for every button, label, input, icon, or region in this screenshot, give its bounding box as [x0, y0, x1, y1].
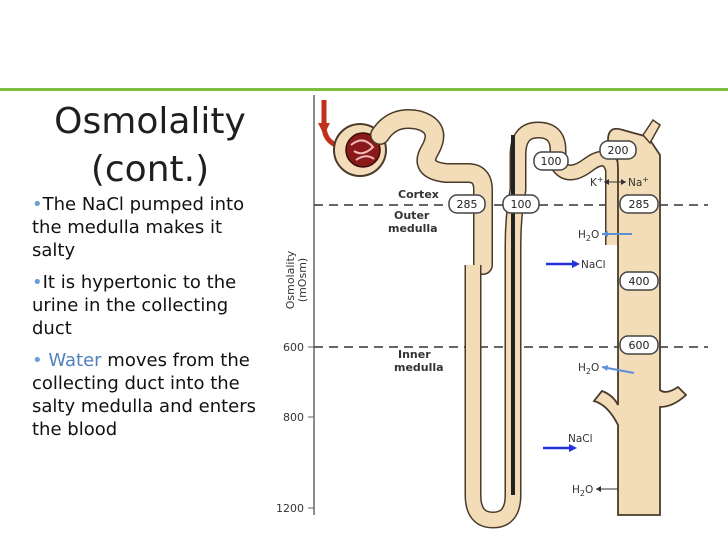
glomerulus-capillary-loops [350, 139, 375, 161]
h2o-h: H [578, 362, 586, 374]
y-tick-label-1200: 1200 [276, 502, 304, 515]
label-k: K+ [590, 175, 604, 189]
bullet-item-2: •It is hypertonic to the urine in the co… [32, 271, 267, 340]
h2o-sub: 2 [586, 367, 591, 376]
osmolality-box-285-right: 285 [619, 194, 659, 214]
bullet-dot: • [32, 272, 43, 293]
zone-label-inner-1: Inner [398, 348, 431, 361]
nephron-diagram: 600 800 1200 Osmolality (mOsm) Cortex Ou… [276, 95, 708, 529]
bullet-dot: • [32, 194, 43, 215]
value-box [533, 151, 569, 171]
h2o-o: O [591, 229, 599, 241]
h2o-o: O [585, 484, 593, 496]
y-tick-label-600: 600 [283, 341, 304, 354]
osmolality-box-400: 400 [619, 271, 659, 291]
value-box-text: 100 [511, 198, 532, 211]
label-k-sup: + [597, 175, 604, 184]
label-h2o-1: H2O [578, 229, 599, 243]
label-na-text: Na [628, 177, 642, 189]
nacl-arrow-2-head-icon [569, 444, 577, 452]
label-na: Na+ [628, 175, 649, 189]
value-box [619, 194, 659, 214]
zone-label-outer-1: Outer [394, 209, 430, 222]
h2o-h: H [572, 484, 580, 496]
value-box-text: 100 [541, 155, 562, 168]
blood-vessel-red-arrow [321, 100, 338, 148]
label-k-text: K [590, 177, 598, 189]
value-box-text: 600 [629, 339, 650, 352]
osmolality-box-100-mid: 100 [502, 194, 540, 214]
value-box-text: 200 [608, 144, 629, 157]
water-arrow-3-head-icon [596, 486, 601, 492]
distal-tubule [552, 152, 620, 245]
nacl-arrow-1-head-icon [572, 260, 580, 268]
label-h2o-3: H2O [572, 484, 593, 498]
label-h2o-2: H2O [578, 362, 599, 376]
osmolality-box-600: 600 [619, 335, 659, 355]
h2o-sub: 2 [586, 234, 591, 243]
label-nacl-2: NaCl [568, 433, 593, 445]
label-na-sup: + [642, 175, 649, 184]
water-arrow-1-head-icon [602, 231, 608, 237]
y-axis-title: Osmolality (mOsm) [284, 250, 309, 309]
osmolality-box-285-left: 285 [448, 194, 486, 214]
label-nacl-1: NaCl [581, 259, 606, 271]
value-box [599, 140, 637, 160]
value-box-text: 285 [629, 198, 650, 211]
y-axis-title-line2: (mOsm) [296, 258, 309, 302]
title-line-2: (cont.) [90, 149, 210, 190]
value-box-text: 285 [457, 198, 478, 211]
h2o-h: H [578, 229, 586, 241]
bullet-text: The NaCl pumped into the medulla makes i… [32, 194, 245, 261]
osmolality-box-100-top: 100 [533, 151, 569, 171]
collecting-duct [592, 127, 688, 516]
slide-title: Osmolality (cont.) [40, 98, 260, 194]
bullet-text: It is hypertonic to the urine in the col… [32, 272, 237, 339]
na-arrow-head-icon [621, 179, 626, 185]
y-axis-title-line1: Osmolality [284, 250, 297, 309]
header-band [0, 0, 728, 88]
collecting-duct-branch [642, 118, 661, 145]
title-line-1: Osmolality [54, 101, 246, 142]
bullet-item-1: •The NaCl pumped into the medulla makes … [32, 193, 267, 262]
bullet-text: moves from the collecting duct into the … [32, 350, 257, 440]
osmolality-box-200: 200 [599, 140, 637, 160]
zone-label-inner-2: medulla [394, 361, 444, 374]
header-divider-line [0, 88, 728, 91]
bullet-highlight-water: Water [48, 350, 102, 371]
zone-label-cortex: Cortex [398, 188, 439, 201]
zone-label-outer-2: medulla [388, 222, 438, 235]
h2o-sub: 2 [580, 489, 585, 498]
h2o-o: O [591, 362, 599, 374]
value-box [619, 271, 659, 291]
value-box [502, 194, 540, 214]
value-box-text: 400 [629, 275, 650, 288]
proximal-tubule [371, 110, 492, 274]
bullet-dot: • [32, 350, 43, 371]
water-arrow-2-head-icon [602, 365, 608, 371]
y-tick-label-800: 800 [283, 411, 304, 424]
k-arrow-head-icon [604, 179, 609, 185]
arrow-head-icon [318, 123, 330, 135]
bullet-item-3: • Water moves from the collecting duct i… [32, 349, 267, 441]
value-box [448, 194, 486, 214]
bullet-list: •The NaCl pumped into the medulla makes … [32, 193, 267, 450]
value-box [619, 335, 659, 355]
